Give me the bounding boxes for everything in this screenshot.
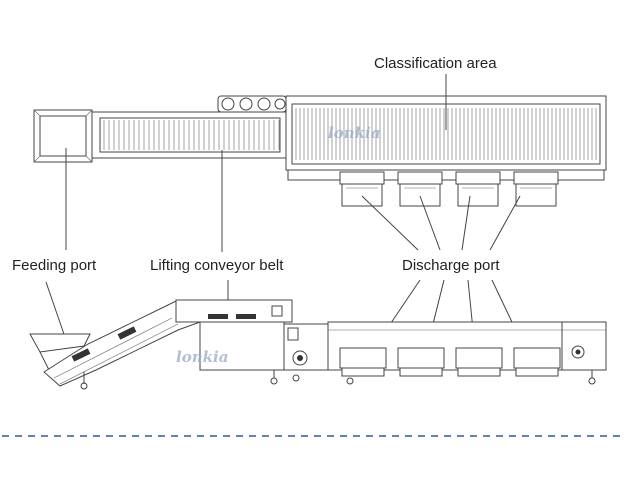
- leader-discharge-top: [461, 195, 471, 251]
- leader-discharge-top: [419, 195, 441, 251]
- side-lifting-conveyor: lonkia: [43, 299, 293, 390]
- leader-discharge-top: [489, 195, 521, 251]
- top-classification-area: lonkia: [285, 95, 607, 181]
- side-logo-watermark: lonkia: [176, 348, 228, 366]
- top-view: lonkia: [33, 95, 607, 207]
- side-motor: [283, 323, 329, 382]
- side-tray: [455, 347, 503, 369]
- side-tray: [339, 347, 387, 369]
- top-logo-watermark: lonkia: [328, 124, 380, 142]
- top-discharge-ports: [339, 171, 559, 207]
- leader-feeding-port-bottom: [45, 281, 67, 341]
- annotations: Classification area Feeding port Lifting…: [12, 55, 531, 361]
- label-discharge-port: Discharge port: [402, 257, 500, 274]
- top-lifting-conveyor: [91, 95, 289, 159]
- leader-discharge-top: [361, 195, 419, 251]
- label-lifting-conveyor-belt: Lifting conveyor belt: [150, 257, 284, 274]
- side-tray: [397, 347, 445, 369]
- side-tray-lip: [341, 367, 385, 377]
- side-tray-lip: [515, 367, 559, 377]
- side-discharge-ports: [339, 347, 561, 377]
- top-chute-body: [341, 183, 383, 207]
- top-chute-body: [457, 183, 499, 207]
- side-view: lonkia: [29, 299, 607, 390]
- label-feeding-port: Feeding port: [12, 257, 97, 274]
- top-chute-body: [399, 183, 441, 207]
- side-tray-lip: [399, 367, 443, 377]
- top-chute-body: [515, 183, 557, 207]
- top-chute-mouth: [397, 171, 443, 185]
- side-tray-lip: [457, 367, 501, 377]
- label-classification-area: Classification area: [374, 55, 497, 72]
- top-feeding-hopper: [33, 109, 93, 163]
- top-chute-mouth: [455, 171, 501, 185]
- top-chute-mouth: [339, 171, 385, 185]
- top-chute-mouth: [513, 171, 559, 185]
- side-tray: [513, 347, 561, 369]
